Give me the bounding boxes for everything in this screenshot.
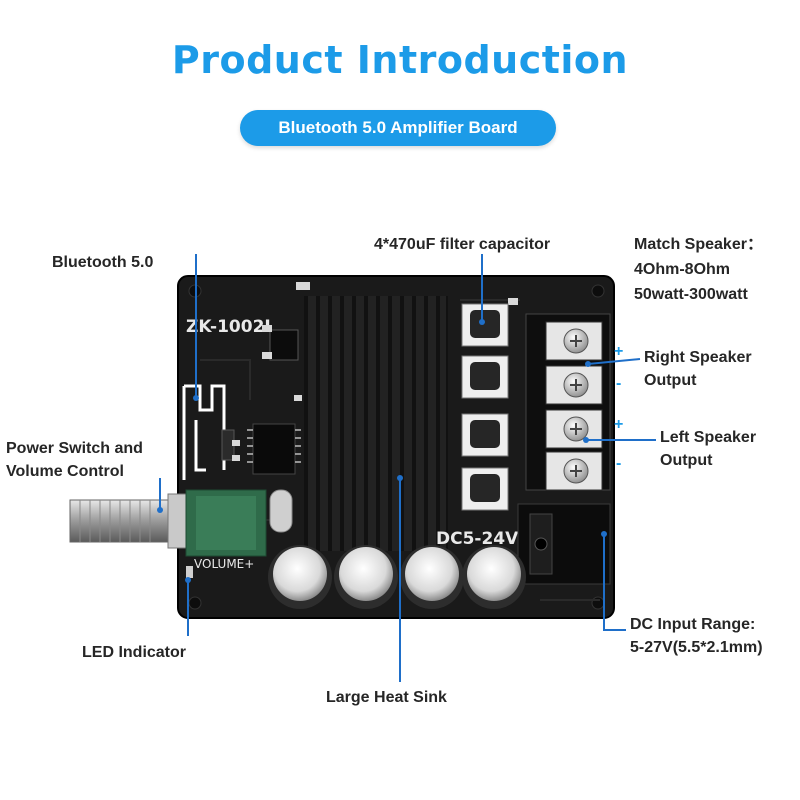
speaker-terminal-block xyxy=(525,313,611,491)
match-speaker-impedance: 4Ohm-8Ohm xyxy=(634,261,731,278)
volume-silkscreen: VOLUME+ xyxy=(194,557,254,571)
right-speaker-output-label: Output xyxy=(644,372,697,389)
dc-input-range: 5-27V(5.5*2.1mm) xyxy=(630,639,763,656)
dc-input-jack xyxy=(517,503,611,585)
led-indicator xyxy=(186,566,193,578)
svg-text:+: + xyxy=(614,343,623,360)
bluetooth-antenna xyxy=(182,384,226,480)
power-switch-label: Power Switch and xyxy=(6,440,143,457)
page-title: Product Introduction xyxy=(171,38,629,82)
volume-knob xyxy=(69,489,267,557)
subtitle-badge: Bluetooth 5.0 Amplifier Board xyxy=(240,110,556,146)
svg-text:-: - xyxy=(616,375,621,392)
match-speaker-label: Match Speaker： xyxy=(634,236,763,253)
bluetooth-label: Bluetooth 5.0 xyxy=(52,254,154,271)
volume-control-label: Volume Control xyxy=(6,463,124,480)
match-speaker-power: 50watt-300watt xyxy=(634,286,748,303)
led-indicator-label: LED Indicator xyxy=(82,644,187,661)
electrolytic-capacitors xyxy=(268,545,526,609)
left-speaker-output-label: Output xyxy=(660,452,713,469)
left-speaker-label: Left Speaker xyxy=(660,429,757,446)
capacitor-label: 4*470uF filter capacitor xyxy=(374,236,551,253)
dc-input-label: DC Input Range: xyxy=(630,616,756,633)
heat-sink xyxy=(304,296,448,551)
svg-text:+: + xyxy=(614,416,623,433)
right-speaker-label: Right Speaker xyxy=(644,349,752,366)
callout-lines xyxy=(159,254,656,682)
bluetooth-chip xyxy=(252,423,296,475)
filter-capacitors xyxy=(461,303,509,511)
board-voltage-label: DC5-24V xyxy=(436,529,519,549)
heatsink-label: Large Heat Sink xyxy=(326,689,447,706)
svg-text:-: - xyxy=(616,455,621,472)
board-model-label: ZK-1002L xyxy=(186,317,275,337)
